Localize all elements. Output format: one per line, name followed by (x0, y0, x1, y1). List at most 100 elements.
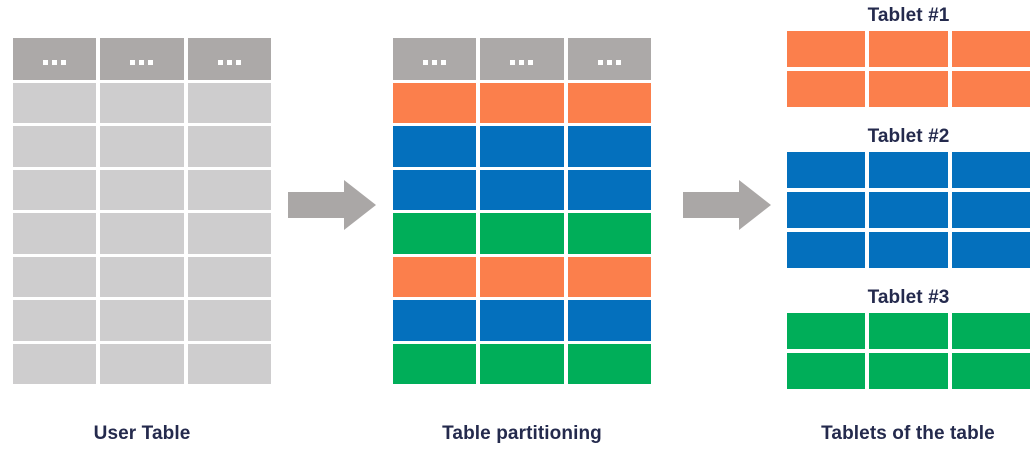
table-cell-green (480, 343, 564, 384)
tablet-1-block: Tablet #1 (787, 6, 1030, 107)
tablet-cell-orange (951, 71, 1030, 107)
tablet-cell-blue (869, 152, 948, 188)
tablet-1-title: Tablet #1 (867, 5, 950, 26)
tablet-cell-blue (787, 232, 866, 268)
tablet-cell-orange (951, 31, 1030, 67)
table-cell-gray (187, 300, 271, 341)
table-row (13, 213, 271, 254)
table-cell-blue (567, 300, 651, 341)
table-header-row (13, 38, 271, 80)
tablet-cell-green (787, 353, 866, 389)
header-cell (100, 38, 184, 80)
table-cell-orange (567, 256, 651, 298)
table-cell-gray (100, 343, 184, 384)
table-row (393, 126, 651, 167)
tablet-cell-blue (787, 152, 866, 188)
table-row (13, 256, 271, 298)
table-cell-gray (187, 126, 271, 167)
tablet-2-grid (787, 152, 1030, 268)
tablet-row (787, 232, 1030, 268)
tablet-3-grid (787, 313, 1030, 389)
tablet-cell-blue (951, 192, 1030, 228)
tablet-row (787, 192, 1030, 228)
tablet-cell-orange (787, 31, 866, 67)
tablet-row (787, 31, 1030, 67)
ellipsis-icon (43, 59, 67, 65)
tablet-cell-orange (869, 71, 948, 107)
tablet-cell-blue (869, 192, 948, 228)
table-row (393, 300, 651, 341)
arrow-right-icon (683, 178, 771, 232)
table-cell-gray (187, 169, 271, 211)
tablet-1-grid (787, 31, 1030, 107)
table-cell-blue (480, 126, 564, 167)
table-cell-green (393, 213, 477, 254)
table-cell-orange (393, 256, 477, 298)
table-cell-green (393, 343, 477, 384)
tablet-cell-orange (787, 71, 866, 107)
user-table-grid (13, 38, 271, 384)
tablet-cell-blue (951, 152, 1030, 188)
tablet-2-block: Tablet #2 (787, 127, 1030, 268)
caption-user-table: User Table (93, 423, 191, 444)
table-cell-orange (480, 256, 564, 298)
table-body (13, 83, 271, 384)
tablet-cell-blue (951, 232, 1030, 268)
caption-tablets-of-the-table: Tablets of the table (821, 423, 995, 444)
table-cell-blue (393, 300, 477, 341)
ellipsis-icon (217, 59, 241, 65)
table-cell-blue (480, 169, 564, 211)
header-cell (393, 38, 477, 80)
tablet-row (787, 313, 1030, 349)
table-cell-gray (13, 300, 97, 341)
table-cell-gray (100, 213, 184, 254)
table-cell-blue (480, 300, 564, 341)
tablet-cell-green (951, 353, 1030, 389)
table-cell-gray (100, 83, 184, 124)
table-cell-gray (100, 126, 184, 167)
table-cell-gray (100, 300, 184, 341)
tablet-row (787, 71, 1030, 107)
table-cell-blue (393, 126, 477, 167)
tablet-cell-blue (787, 192, 866, 228)
header-cell (13, 38, 97, 80)
table-cell-green (567, 343, 651, 384)
table-cell-gray (187, 256, 271, 298)
caption-table-partitioning: Table partitioning (442, 423, 602, 444)
table-body (393, 83, 651, 384)
table-row (13, 300, 271, 341)
tablet-3-block: Tablet #3 (787, 288, 1030, 389)
table-row (393, 256, 651, 298)
table-row (393, 343, 651, 384)
table-cell-gray (100, 256, 184, 298)
tablet-2-title: Tablet #2 (867, 126, 950, 147)
table-cell-gray (100, 169, 184, 211)
tablet-cell-green (869, 353, 948, 389)
table-cell-blue (393, 169, 477, 211)
table-cell-gray (13, 169, 97, 211)
table-row (13, 126, 271, 167)
table-cell-gray (187, 343, 271, 384)
table-header-row (393, 38, 651, 80)
table-cell-gray (13, 256, 97, 298)
table-cell-orange (567, 83, 651, 124)
table-row (393, 169, 651, 211)
table-cell-gray (187, 83, 271, 124)
table-row (393, 83, 651, 124)
header-cell (187, 38, 271, 80)
table-row (13, 343, 271, 384)
table-row (13, 83, 271, 124)
header-cell (480, 38, 564, 80)
table-cell-orange (480, 83, 564, 124)
tablet-3-title: Tablet #3 (867, 287, 950, 308)
table-row (393, 213, 651, 254)
table-cell-green (567, 213, 651, 254)
partitioned-table-grid (393, 38, 651, 384)
ellipsis-icon (510, 59, 534, 65)
tablet-cell-green (869, 313, 948, 349)
arrow-right-icon (288, 178, 376, 232)
table-cell-gray (13, 83, 97, 124)
table-cell-gray (13, 126, 97, 167)
ellipsis-icon (597, 59, 621, 65)
